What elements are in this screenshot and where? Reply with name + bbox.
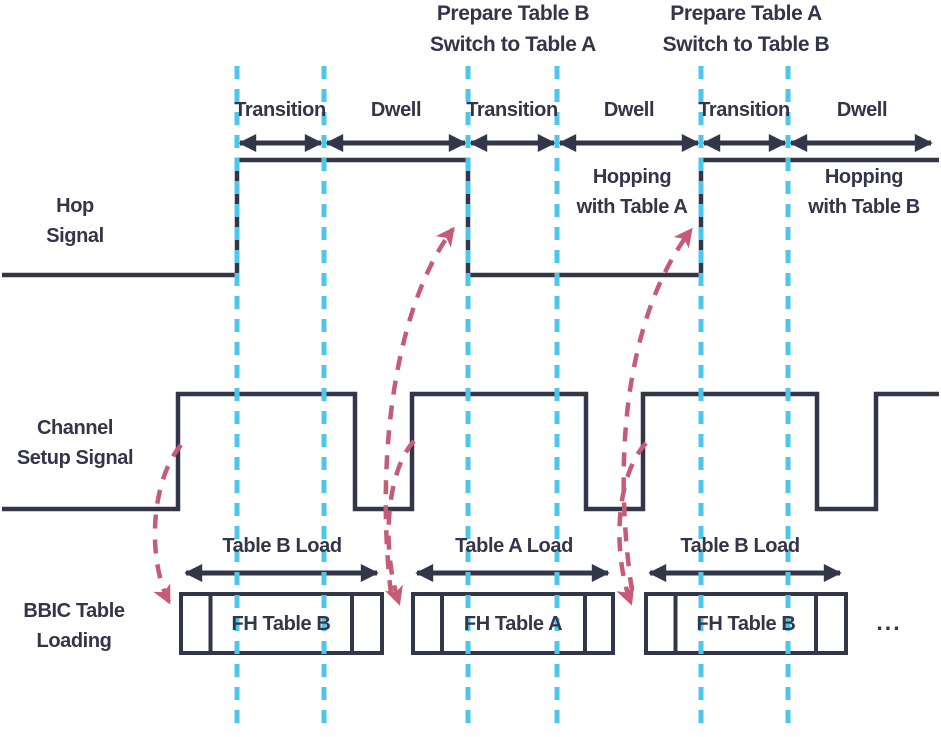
title-line: Switch to Table B bbox=[662, 33, 830, 56]
load-box-group-1 bbox=[179, 592, 384, 655]
continuation-ellipsis: ... bbox=[876, 609, 902, 635]
bbic-label-line: BBIC Table bbox=[23, 600, 125, 622]
title-prepare-table-b: Prepare Table B Switch to Table A bbox=[430, 0, 596, 60]
channel-setup-signal-label: Channel Setup Signal bbox=[16, 413, 134, 473]
hopping-with-table-b-annotation: Hopping with Table B bbox=[808, 162, 920, 222]
load3-to-hop-rise-callout-arrow bbox=[621, 227, 693, 592]
timeline-label-dwell-1: Dwell bbox=[370, 99, 422, 121]
fh-table-b-box-label-2: FH Table B bbox=[696, 613, 796, 635]
timeline-label-transition-1: Transition bbox=[234, 99, 326, 121]
load-box-group-3 bbox=[644, 592, 848, 655]
load-box-group-2 bbox=[411, 592, 615, 655]
hop-signal-label: Hop Signal bbox=[46, 191, 104, 251]
table-b-load-label-1: Table B Load bbox=[222, 535, 342, 557]
timeline-label-transition-3: Transition bbox=[698, 99, 790, 121]
bbic-table-loading-label: BBIC Table Loading bbox=[23, 596, 125, 656]
title-prepare-table-a: Prepare Table A Switch to Table B bbox=[663, 0, 830, 60]
fh-table-b-box-label-1: FH Table B bbox=[231, 613, 331, 635]
channel-label-line: Setup Signal bbox=[16, 447, 134, 469]
setup-to-load2-callout-arrow bbox=[384, 439, 416, 606]
hop-signal-label-line: Signal bbox=[46, 225, 104, 247]
channel-label-line: Channel bbox=[36, 417, 114, 439]
load2-to-hop-fall-callout-arrow bbox=[383, 226, 455, 595]
title-line: Switch to Table A bbox=[430, 33, 596, 56]
timeline-label-dwell-2: Dwell bbox=[603, 99, 655, 121]
timeline-label-dwell-3: Dwell bbox=[836, 99, 888, 121]
annotation-line: Hopping bbox=[592, 166, 672, 188]
setup-to-load3-callout-arrow bbox=[616, 441, 648, 606]
title-line: Prepare Table A bbox=[670, 2, 822, 25]
annotation-line: with Table B bbox=[808, 196, 920, 218]
hop-boundary-gridlines bbox=[234, 66, 791, 731]
table-a-load-label: Table A Load bbox=[455, 535, 573, 557]
setup-to-load1-callout-arrow bbox=[152, 443, 183, 605]
hopping-with-table-a-annotation: Hopping with Table A bbox=[577, 162, 688, 222]
bbic-label-line: Loading bbox=[36, 630, 112, 652]
bbic-load-boxes bbox=[179, 592, 848, 655]
table-b-load-label-2: Table B Load bbox=[680, 535, 800, 557]
hop-signal-label-line: Hop bbox=[56, 195, 94, 217]
timeline-label-transition-2: Transition bbox=[466, 99, 558, 121]
annotation-line: Hopping bbox=[824, 166, 904, 188]
channel-setup-waveform bbox=[2, 391, 939, 512]
fh-table-a-box-label: FH Table A bbox=[463, 613, 563, 635]
annotation-line: with Table A bbox=[576, 196, 688, 218]
title-line: Prepare Table B bbox=[436, 2, 590, 25]
